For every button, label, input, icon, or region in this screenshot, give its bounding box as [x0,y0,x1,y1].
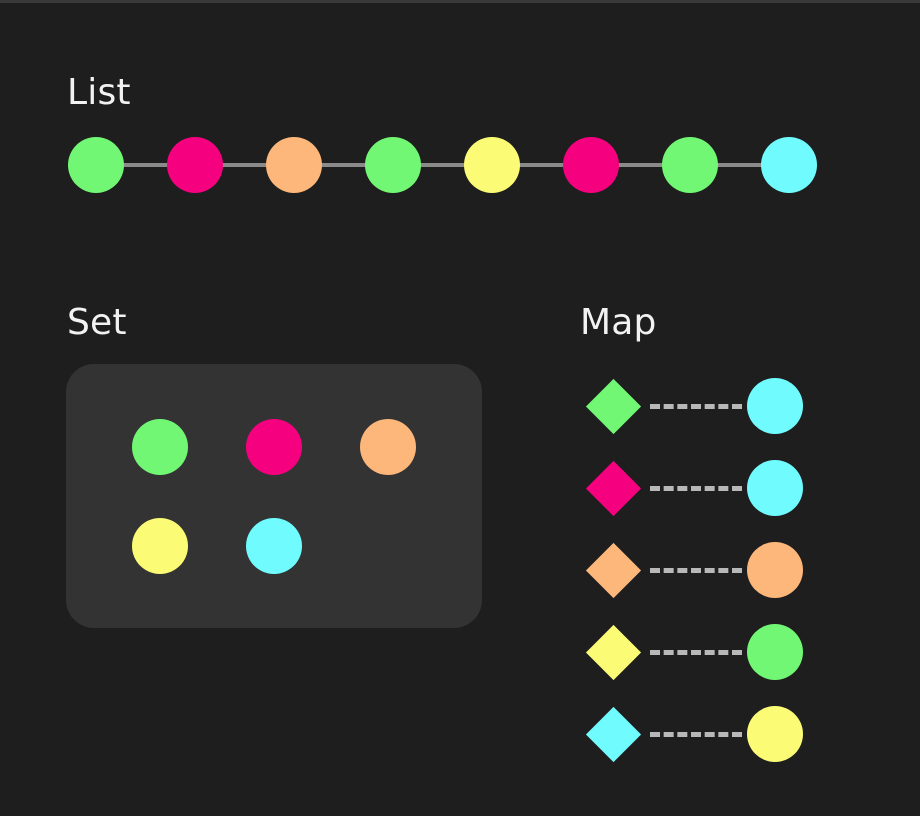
list-node-orange [266,137,322,193]
set-node-orange [360,419,416,475]
map-key-cyan [585,706,642,762]
map-link [650,403,742,409]
list-connector-line [96,163,788,167]
map-link [650,649,742,655]
map-value-yellow [747,706,803,762]
list-node-green [662,137,718,193]
map-key-yellow [585,624,642,680]
set-node-yellow [132,518,188,574]
map-value-cyan [747,460,803,516]
set-node-pink [246,419,302,475]
map-value-green [747,624,803,680]
set-title: Set [67,302,127,343]
list-node-pink [167,137,223,193]
list-title: List [67,72,131,113]
set-container [66,364,482,628]
set-node-cyan [246,518,302,574]
list-node-yellow [464,137,520,193]
map-value-cyan [747,378,803,434]
map-key-pink [585,460,642,516]
map-title: Map [580,302,657,343]
map-link [650,731,742,737]
set-node-green [132,419,188,475]
map-link [650,567,742,573]
map-key-orange [585,542,642,598]
list-node-pink [563,137,619,193]
map-link [650,485,742,491]
list-node-green [68,137,124,193]
list-node-green [365,137,421,193]
map-value-orange [747,542,803,598]
map-key-green [585,378,642,434]
list-node-cyan [761,137,817,193]
